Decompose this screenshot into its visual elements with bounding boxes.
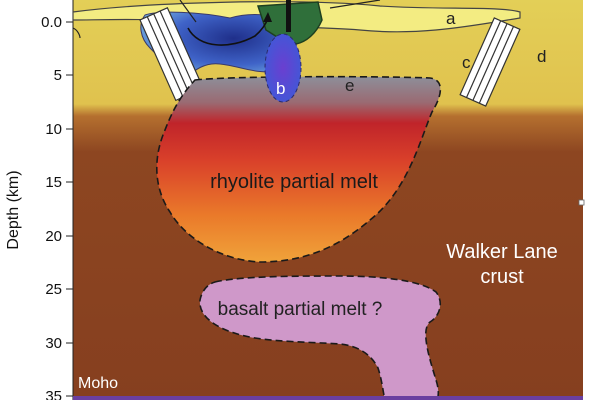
fault-trace-right [329, 0, 381, 9]
label-a: a [446, 9, 456, 28]
rhyolite-melt-body [156, 75, 442, 263]
tick-label-20: 20 [45, 228, 62, 245]
tick-label-0: 0.0 [41, 14, 62, 31]
tick-label-30: 30 [45, 335, 62, 352]
right-edge-marker [578, 199, 585, 206]
label-b-marker [264, 33, 302, 103]
label-b: b [276, 79, 285, 98]
flow-arrow-head [263, 12, 272, 22]
tick-label-10: 10 [45, 121, 62, 138]
walker-lane-crust-label: crust [480, 266, 524, 288]
dike-icon-right [459, 17, 521, 107]
y-axis-ticks [66, 21, 73, 397]
tick-label-35: 35 [45, 388, 62, 400]
label-e: e [345, 76, 354, 95]
tick-label-5: 5 [54, 67, 62, 84]
flow-arrow-icon [187, 17, 269, 46]
basalt-melt-body [199, 275, 442, 400]
tick-label-15: 15 [45, 174, 62, 191]
fault-trace-left [179, 0, 197, 23]
walker-lane-label: Walker Lane [446, 241, 558, 263]
conduit-icon [286, 0, 291, 32]
tick-label-25: 25 [45, 281, 62, 298]
rhyolite-label: rhyolite partial melt [210, 171, 378, 193]
basalt-label: basalt partial melt ? [218, 299, 383, 320]
small-arc [72, 27, 81, 39]
dike-icon [139, 6, 204, 102]
label-d: d [537, 47, 546, 66]
y-axis-title: Depth (km) [5, 170, 22, 249]
label-c: c [462, 53, 471, 72]
moho-label: Moho [78, 375, 118, 392]
